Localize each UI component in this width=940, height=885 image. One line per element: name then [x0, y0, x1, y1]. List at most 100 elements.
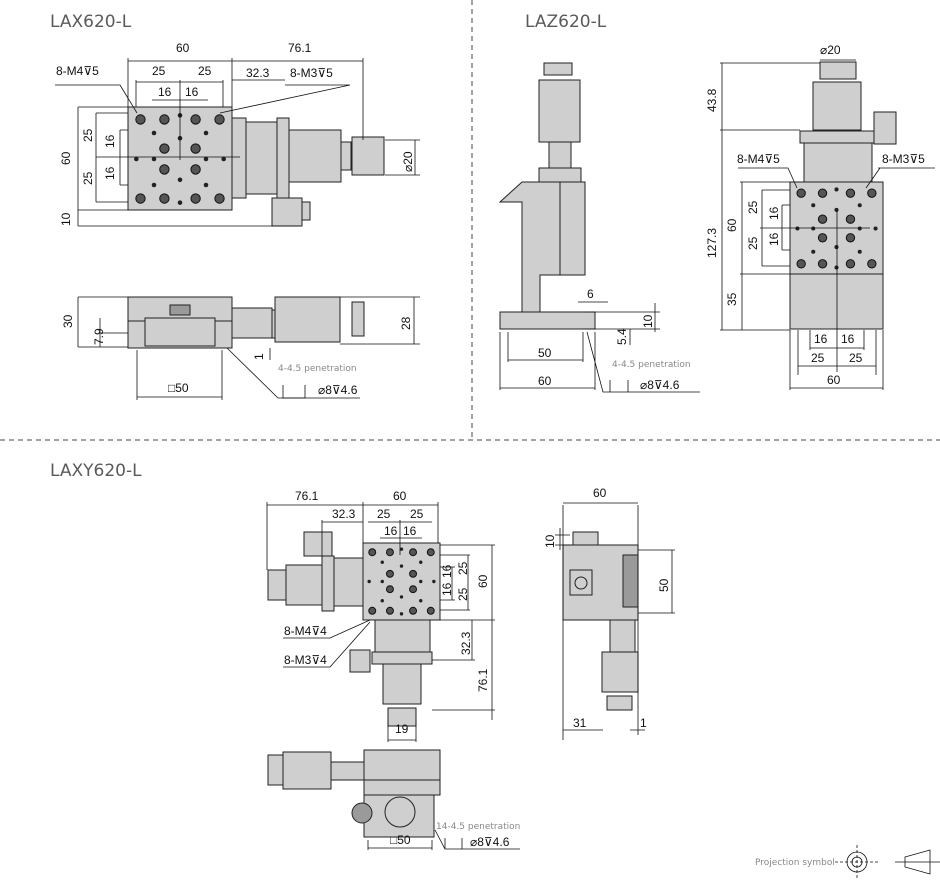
title-laz620: LAZ620-L	[525, 12, 607, 32]
m4-hole	[135, 114, 146, 125]
callout-counterbore: ⌀8⊽4.6	[640, 378, 680, 392]
laxy-motor-y	[382, 663, 422, 705]
dim-10: 10	[641, 314, 655, 328]
m3-hole	[419, 599, 423, 603]
dim-25: 25	[81, 128, 95, 142]
laz-front-knob	[819, 61, 857, 80]
m3-hole	[857, 203, 862, 208]
m3-hole	[419, 579, 423, 584]
dim-25: 25	[377, 507, 391, 521]
dim-1: 1	[252, 353, 266, 360]
dim-diameter-20: ⌀20	[401, 151, 415, 172]
dim-25: 25	[410, 507, 424, 521]
m4-hole	[845, 233, 856, 243]
dim-16: 16	[403, 524, 417, 538]
m4-hole	[190, 164, 201, 175]
m4-hole	[190, 114, 201, 125]
laxy-knob-y	[387, 707, 417, 727]
laxy-mounting-holes	[367, 547, 436, 616]
dim-16: 16	[841, 332, 855, 346]
title-lax620: LAX620-L	[50, 12, 132, 32]
dim-28: 28	[399, 316, 413, 330]
laxy-connector	[303, 531, 333, 557]
laz-knob	[543, 62, 573, 76]
m4-hole	[409, 585, 418, 594]
dim-16: 16	[440, 564, 454, 578]
m3-hole	[873, 226, 878, 231]
m4-hole	[214, 193, 225, 204]
m3-hole	[399, 612, 404, 616]
m4-hole	[135, 193, 146, 204]
dim-35: 35	[725, 292, 739, 306]
laz-front-motor	[812, 81, 862, 131]
laxy-knob-x	[267, 569, 287, 601]
dim-60: 60	[538, 374, 552, 388]
m4-hole	[817, 188, 828, 198]
lax-knob	[351, 136, 385, 176]
m3-hole	[834, 265, 839, 270]
m3-hole	[367, 579, 371, 584]
m4-hole	[368, 548, 377, 557]
m3-hole	[834, 207, 839, 212]
m3-hole	[203, 130, 209, 136]
lax-connector	[271, 197, 303, 227]
m4-hole	[845, 259, 856, 269]
callout-m3: 8-M3⊽4	[284, 653, 327, 667]
m4-hole	[409, 569, 418, 578]
dim-16: 16	[767, 206, 781, 220]
m4-hole	[368, 606, 377, 615]
dim-5-4: 5.4	[615, 328, 629, 345]
callout-counterbore: ⌀8⊽4.6	[470, 835, 510, 849]
m4-hole	[159, 193, 170, 204]
m4-hole	[409, 548, 418, 557]
m3-hole	[811, 226, 816, 231]
m3-hole	[834, 245, 839, 250]
m3-hole	[221, 156, 226, 162]
dim-30: 30	[61, 314, 75, 328]
m4-hole	[159, 114, 170, 125]
dim-diameter-20: ⌀20	[820, 43, 841, 57]
dim-16: 16	[384, 524, 398, 538]
lax-side-view: 30 7.9 28 1 □50 4-4.5 penetration ⌀8⊽4.6	[61, 296, 420, 400]
m4-hole	[190, 193, 201, 204]
m3-hole	[203, 156, 209, 162]
dim-height-60: 60	[59, 151, 73, 165]
dim-32-3: 32.3	[459, 631, 473, 655]
m4-hole	[817, 233, 828, 243]
m4-hole	[817, 214, 828, 224]
dim-16: 16	[103, 166, 117, 180]
m3-hole	[380, 560, 384, 564]
laz-motor	[538, 79, 581, 143]
laz-connector	[873, 111, 897, 145]
m4-hole	[796, 188, 806, 198]
callout-counterbore: ⌀8⊽4.6	[318, 383, 358, 397]
dim-60: 60	[393, 489, 407, 503]
m4-hole	[845, 188, 856, 198]
dim-60: 60	[593, 486, 607, 500]
m3-hole	[432, 579, 436, 584]
dim-square-50: □50	[390, 833, 411, 847]
laz-front-view: ⌀20 43.8 127.3 60 25 16 25 16 35 8-M4⊽5 …	[705, 43, 935, 390]
dim-25: 25	[81, 171, 95, 185]
dim-76-1: 76.1	[476, 668, 490, 692]
title-laxy620: LAXY620-L	[50, 461, 142, 481]
m4-hole	[817, 259, 828, 269]
dim-32-3: 32.3	[332, 507, 356, 521]
m3-hole	[203, 182, 209, 188]
dim-16: 16	[814, 332, 828, 346]
m3-hole	[399, 564, 404, 568]
dim-square-50: □50	[168, 381, 189, 395]
dim-60: 60	[476, 574, 490, 588]
m4-hole	[867, 188, 877, 198]
dim-25: 25	[849, 351, 863, 365]
dim-60: 60	[827, 373, 841, 387]
laz-side-view: 6 10 5.4 50 60 4-4.5 penetration ⌀8⊽4.6	[498, 62, 700, 393]
laz-mounting-holes	[795, 187, 878, 270]
dim-16: 16	[767, 232, 781, 246]
dim-16: 16	[103, 134, 117, 148]
lax-motor	[288, 129, 342, 183]
m3-hole	[857, 226, 862, 231]
dim-16: 16	[185, 85, 199, 99]
